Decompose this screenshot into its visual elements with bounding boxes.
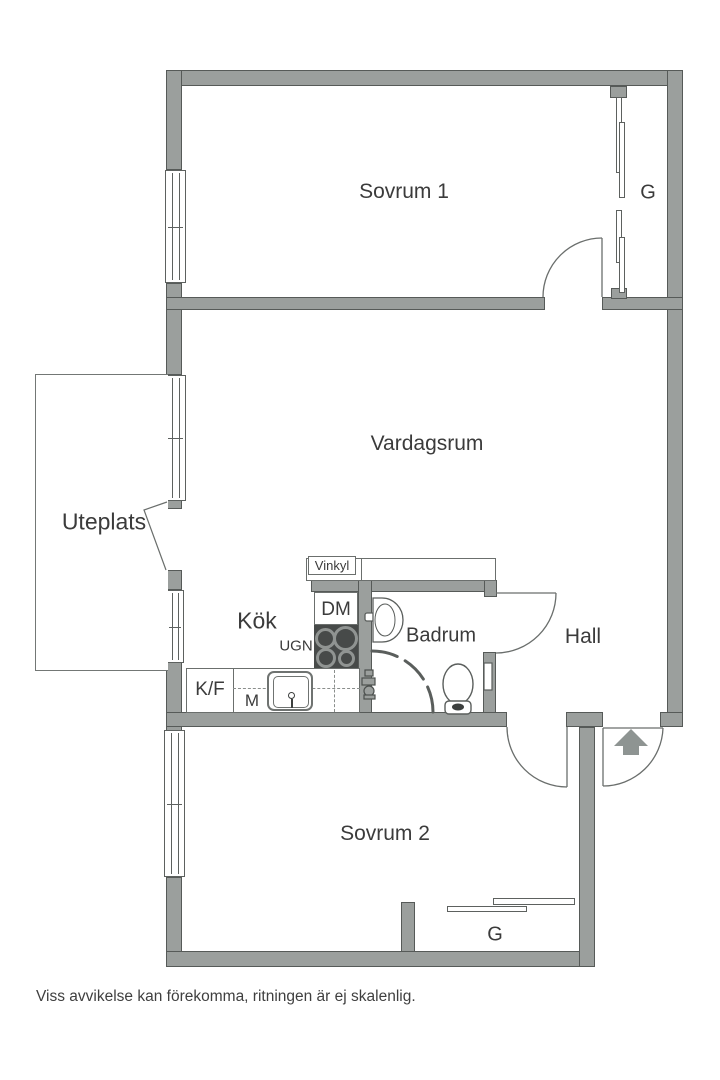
room-label-badrum: Badrum [405,624,477,647]
wall-left-3 [166,500,182,509]
wall-closet2-stub [401,902,415,952]
counter-divider-dashed [334,670,335,712]
door-badrum [495,592,557,654]
vinkyl-tag: Vinkyl [308,556,356,575]
room-label-sovrum1: Sovrum 1 [359,180,449,203]
vinkyl-label: Vinkyl [314,558,350,573]
room-label-hall: Hall [564,625,602,648]
burner [338,650,355,667]
wall-right-sovrum2 [579,727,595,967]
sink-faucet [288,692,295,699]
wall-entrance-stub [660,712,683,727]
burner [333,626,358,651]
wall-left-4 [166,570,182,590]
window-tick [167,803,182,805]
window-tick [168,438,183,439]
cabinet-divider [361,559,362,580]
wall-bath-east-top [484,580,497,597]
wall-hall-t [566,712,603,727]
wall-kitchen-bath-bottom [166,712,507,727]
room-label-vardagsrum: Vardagsrum [370,432,484,455]
room-label-garderob1: G [640,181,656,204]
door-entrance [602,727,664,787]
window-tick [168,226,183,228]
appliance-label-ugn: UGN [279,637,313,655]
shower-curtain-arc [370,649,435,714]
burner [316,648,336,668]
disclaimer-text: Viss avvikelse kan förekomma, ritningen … [36,988,416,1005]
appliance-label-m: M [244,691,260,710]
wall-bottom [166,951,595,967]
sink-faucet-stem [291,699,293,708]
wall-bath-west [358,580,372,727]
closet1-slider-4 [619,237,625,293]
dishwasher-label: DM [321,599,351,620]
window-vardagsrum-upper [165,375,186,501]
room-label-garderob2: G [487,923,503,946]
dishwasher-box: DM [314,592,358,625]
entrance-arrow-icon [614,729,648,755]
closet1-slider-2 [619,122,625,198]
wall-top [166,70,683,86]
stove [314,625,358,668]
window-sovrum1 [165,170,186,283]
toilet [442,663,474,715]
room-label-uteplats: Uteplats [61,508,147,535]
wall-sovrum1-right [602,297,683,310]
door-sovrum2 [506,726,568,788]
room-label-sovrum2: Sovrum 2 [340,822,430,845]
window-tick [169,626,181,628]
sink-unit [267,671,313,711]
door-sovrum1 [542,237,603,298]
fridge-freezer-box [186,668,234,713]
wall-left-1 [166,70,182,170]
window-sovrum2 [164,730,185,877]
closet2-slider-2 [493,898,575,905]
appliance-label-kf: K/F [195,679,225,700]
wall-sovrum1-left [166,297,545,310]
room-label-kok: Kök [237,607,277,634]
closet2-slider-1 [447,906,527,912]
window-vardagsrum-lower [166,590,184,663]
wall-right-upper [667,70,683,727]
wall-kitchen-bath-top [311,580,496,592]
